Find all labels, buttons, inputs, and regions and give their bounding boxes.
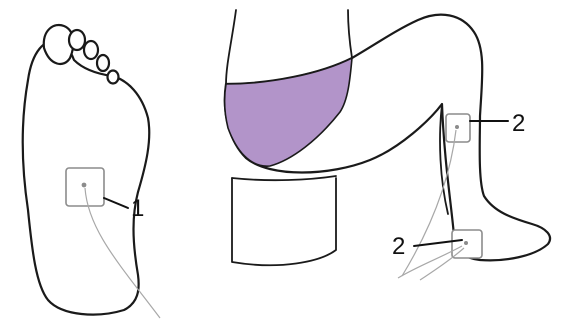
electrode-snap-1 [82, 183, 87, 188]
toe-5 [108, 71, 119, 84]
seated-leg-figure: 2 2 [225, 10, 550, 280]
electrode-label-2-calf: 2 [512, 110, 525, 137]
seat-block [232, 178, 336, 265]
torso-front-line [348, 10, 352, 58]
toe-2 [69, 30, 85, 50]
seat-top-edge [232, 176, 336, 180]
toe-3 [84, 41, 98, 59]
foot-sole-figure: 1 [23, 25, 160, 318]
lead-wire-2-heel-b [420, 248, 464, 280]
electrode-snap-2-heel [464, 241, 468, 245]
torso-back-line [226, 10, 236, 84]
electrode-label-1: 1 [131, 195, 144, 222]
electrode-snap-2-calf [455, 125, 459, 129]
electrode-label-2-heel: 2 [392, 233, 405, 260]
toe-4 [97, 55, 109, 71]
